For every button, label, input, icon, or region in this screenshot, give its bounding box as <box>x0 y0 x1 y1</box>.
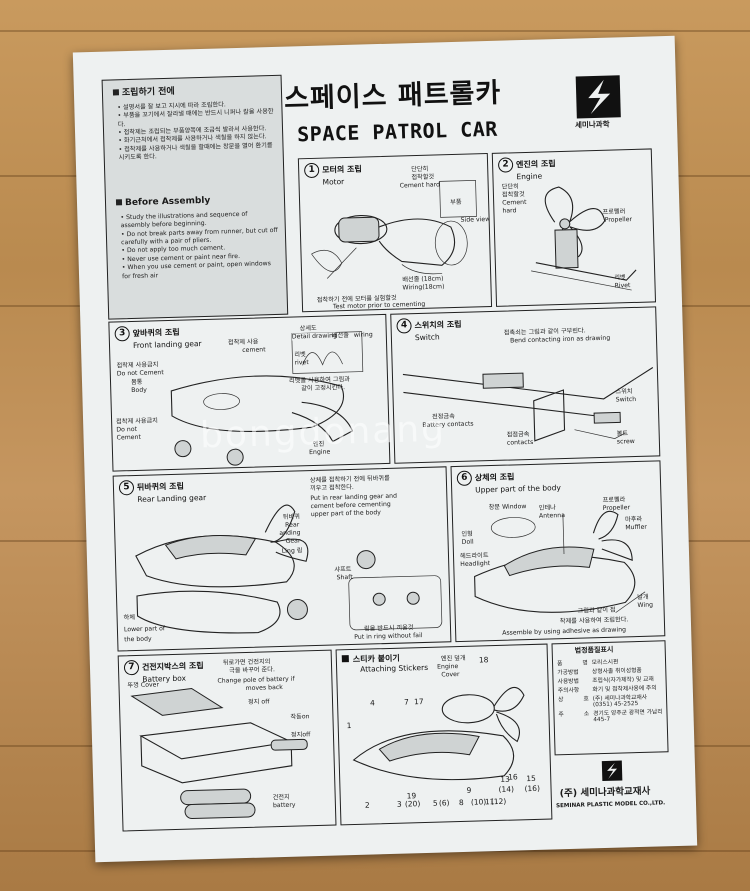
ko-item-5: • 접착제를 사용하거나 색칠을 할때에는 창문을 열어 환기를 시키도록 한다… <box>118 141 273 162</box>
before-assembly-en-list: • Study the illustrations and sequence o… <box>120 210 280 281</box>
legal-title: 법정품질표시 <box>574 645 614 655</box>
instruction-sheet: 조립하기 전에 • 설명서를 잘 보고 지시에 따라 조립한다. • 부품을 꼬… <box>72 35 698 863</box>
footer-logo-icon <box>601 760 623 782</box>
upper-body-drawing <box>474 510 646 613</box>
en-item-5: • When you use cement or paint, open win… <box>121 260 271 280</box>
step-1-note-en: Test motor prior to cementing <box>332 300 426 311</box>
stickers-drawing <box>352 686 525 781</box>
seminar-logo-icon <box>575 75 621 119</box>
before-assembly-panel: 조립하기 전에 • 설명서를 잘 보고 지시에 따라 조립한다. • 부품을 꼬… <box>101 74 289 320</box>
rear-gear-drawing <box>135 504 443 634</box>
engine-drawing <box>531 186 637 291</box>
motor-drawing <box>311 180 477 279</box>
seminar-logo: 세미나과학 <box>574 73 624 134</box>
front-gear-drawing <box>170 331 364 466</box>
battery-box-drawing <box>130 687 308 820</box>
footer-company-en: SEMINAR PLASTIC MODEL CO.,LTD. <box>555 800 666 810</box>
title-english: SPACE PATROL CAR <box>296 116 499 147</box>
before-assembly-ko-list: • 설명서를 잘 보고 지시에 따라 조립한다. • 부품을 꼬기에서 잘라낼 … <box>117 100 277 163</box>
before-assembly-en-heading: Before Assembly <box>115 196 211 209</box>
watermark: bongdonang <box>199 408 447 457</box>
switch-drawing <box>402 367 654 442</box>
before-assembly-ko-heading: 조립하기 전에 <box>112 87 175 99</box>
step-stickers: 스티카 붙이기 Attaching Stickers 엔진 덮개 Engine … <box>335 643 553 826</box>
footer-company-ko: (주) 세미나과학교재사 <box>559 785 651 800</box>
title-korean: 스페이스 패트롤카 <box>283 77 502 115</box>
